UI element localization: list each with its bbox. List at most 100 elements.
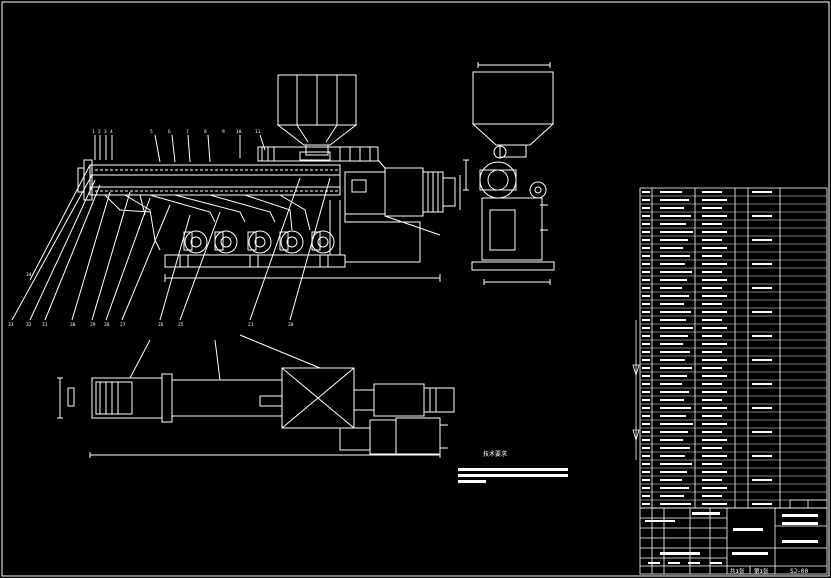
svg-text:27: 27 <box>120 322 126 328</box>
title-block <box>639 499 828 575</box>
parts-list-cell-text <box>702 383 722 385</box>
parts-list-cell-text <box>660 231 693 233</box>
parts-list-cell-text <box>660 319 686 321</box>
parts-list-cell-text <box>752 383 772 385</box>
parts-list-cell-text <box>660 447 690 449</box>
svg-text:30: 30 <box>70 322 76 328</box>
parts-list-cell-text <box>660 271 692 273</box>
parts-list-cell-text <box>660 399 684 401</box>
parts-list-cell-text <box>660 207 684 209</box>
parts-list-cell-text <box>660 375 687 377</box>
parts-list-cell-text <box>642 247 650 249</box>
parts-list-cell-text <box>660 423 693 425</box>
parts-list-cell-text <box>660 279 687 281</box>
svg-text:28: 28 <box>104 322 110 328</box>
svg-text:10: 10 <box>236 129 242 135</box>
parts-list-cell-text <box>702 407 727 409</box>
parts-list-cell-text <box>642 319 650 321</box>
parts-list-cell-text <box>702 399 722 401</box>
parts-list-cell-text <box>702 463 722 465</box>
parts-list-cell-text <box>642 231 650 233</box>
parts-list-cell-text <box>660 367 692 369</box>
parts-list-cell-text <box>752 215 772 217</box>
parts-list-cell-text <box>702 263 727 265</box>
parts-list-cell-text <box>642 455 650 457</box>
parts-list-cell-text <box>702 495 722 497</box>
sheet-current: 第1张 <box>754 567 769 575</box>
parts-list-cell-text <box>642 367 650 369</box>
sheet-total: 共1张 <box>730 567 745 575</box>
parts-list-cell-text <box>642 327 650 329</box>
svg-text:4: 4 <box>110 129 113 135</box>
parts-list-cell-text <box>752 479 772 481</box>
parts-list-cell-text <box>642 423 650 425</box>
parts-list-cell-text <box>642 415 650 417</box>
parts-list-cell-text <box>752 503 772 505</box>
parts-list-cell-text <box>660 191 682 193</box>
parts-list-cell-text <box>642 479 650 481</box>
parts-list-cell-text <box>702 375 727 377</box>
gearbox-motor <box>344 159 461 217</box>
parts-list-cell-text <box>660 351 690 353</box>
parts-list-cell-text <box>702 335 722 337</box>
svg-text:21: 21 <box>248 322 254 328</box>
parts-list-cell-text <box>702 255 722 257</box>
parts-list-cell-text <box>660 471 687 473</box>
parts-list-cell-text <box>702 431 722 433</box>
parts-list-cell-text <box>660 247 683 249</box>
parts-list-cell-text <box>660 415 686 417</box>
parts-list-cell-text <box>642 399 650 401</box>
parts-list-cell-text <box>702 327 727 329</box>
parts-list-cell-text <box>702 311 727 313</box>
parts-list-cell-text <box>642 311 650 313</box>
machine-base <box>164 200 441 282</box>
parts-list-cell-text <box>660 383 682 385</box>
parts-list-cell-text <box>642 239 650 241</box>
parts-list-cell-text <box>702 223 722 225</box>
parts-list-cell-text <box>660 239 688 241</box>
parts-list-cell-text <box>642 487 650 489</box>
leader-lines <box>11 134 331 321</box>
technical-notes: 技术要求 <box>458 450 568 483</box>
parts-list-cell-text <box>660 431 688 433</box>
parts-list-cell-text <box>642 255 650 257</box>
front-view <box>11 74 461 321</box>
parts-list-cell-text <box>660 455 685 457</box>
title-block-marks <box>645 512 818 564</box>
parts-list-rows <box>640 191 827 505</box>
parts-list-cell-text <box>752 335 772 337</box>
parts-list-cell-text <box>660 335 688 337</box>
parts-list-cell-text <box>660 359 685 361</box>
parts-list-cell-text <box>642 207 650 209</box>
parts-list-cell-text <box>702 367 722 369</box>
parts-list-cell-text <box>752 239 772 241</box>
svg-text:6: 6 <box>168 129 171 135</box>
cooling-pipes <box>104 194 311 251</box>
parts-list-cell-text <box>752 311 772 313</box>
svg-text:8: 8 <box>204 129 207 135</box>
parts-list-cell-text <box>702 247 727 249</box>
parts-list-cell-text <box>702 319 722 321</box>
parts-list-cell-text <box>752 455 772 457</box>
parts-list-cell-text <box>642 303 650 305</box>
parts-list-cell-text <box>702 359 727 361</box>
parts-list-cell-text <box>660 343 683 345</box>
parts-list-cell-text <box>660 215 691 217</box>
parts-list-cell-text <box>642 279 650 281</box>
parts-list-cell-text <box>660 439 683 441</box>
parts-list-cell-text <box>702 351 722 353</box>
parts-list-cell-text <box>660 463 692 465</box>
parts-list-cell-text <box>642 503 650 505</box>
parts-list-cell-text <box>702 487 727 489</box>
parts-list-cell-text <box>702 455 727 457</box>
parts-list-cell-text <box>642 383 650 385</box>
parts-list-cell-text <box>702 447 722 449</box>
parts-list-cell-text <box>752 407 772 409</box>
svg-text:20: 20 <box>288 322 294 328</box>
parts-list-cell-text <box>702 191 722 193</box>
parts-list-cell-text <box>660 479 682 481</box>
parts-list-cell-text <box>702 199 727 201</box>
svg-text:11: 11 <box>255 129 261 135</box>
hopper-front <box>276 74 358 156</box>
